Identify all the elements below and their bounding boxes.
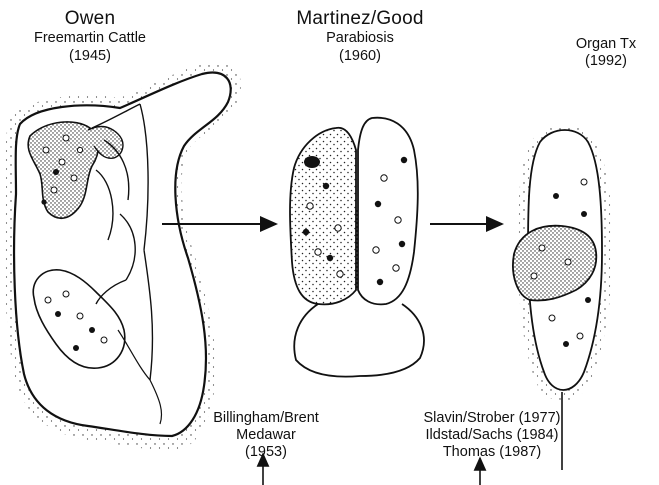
freemartin-cattle-illustration [4, 63, 241, 451]
right-rat [358, 118, 418, 305]
panel-parabiosis-year: (1960) [284, 48, 436, 65]
citation-billingham-line-2: Medawar [192, 427, 340, 444]
parabiosis-illustration [290, 118, 424, 377]
panel-owen-year: (1945) [22, 48, 158, 65]
panel-owen-heading: Owen Freemartin Cattle (1945) [22, 8, 158, 65]
panel-owen-name: Owen [22, 8, 158, 30]
citation-slavin-line-2: Ildstad/Sachs (1984) [406, 427, 578, 444]
citation-billingham-line-1: Billingham/Brent [192, 410, 340, 427]
citation-slavin-line-3: Thomas (1987) [406, 444, 578, 461]
panel-organ-tx-year: (1992) [560, 53, 652, 70]
parabiosis-tails [294, 304, 424, 377]
panel-parabiosis-heading: Martinez/Good Parabiosis (1960) [284, 8, 436, 65]
panel-parabiosis-name: Martinez/Good [284, 8, 436, 30]
panel-organ-tx-heading: Organ Tx (1992) [560, 36, 652, 70]
panel-parabiosis-subtitle: Parabiosis [284, 30, 436, 47]
panel-organ-tx-subtitle: Organ Tx [560, 36, 652, 53]
citation-slavin: Slavin/Strober (1977) Ildstad/Sachs (198… [406, 410, 578, 461]
citation-slavin-line-1: Slavin/Strober (1977) [406, 410, 578, 427]
panel-owen-subtitle: Freemartin Cattle [22, 30, 158, 47]
citation-billingham: Billingham/Brent Medawar (1953) [192, 410, 340, 461]
left-rat [290, 128, 356, 305]
citation-billingham-line-3: (1953) [192, 444, 340, 461]
left-rat-ear [304, 156, 320, 168]
